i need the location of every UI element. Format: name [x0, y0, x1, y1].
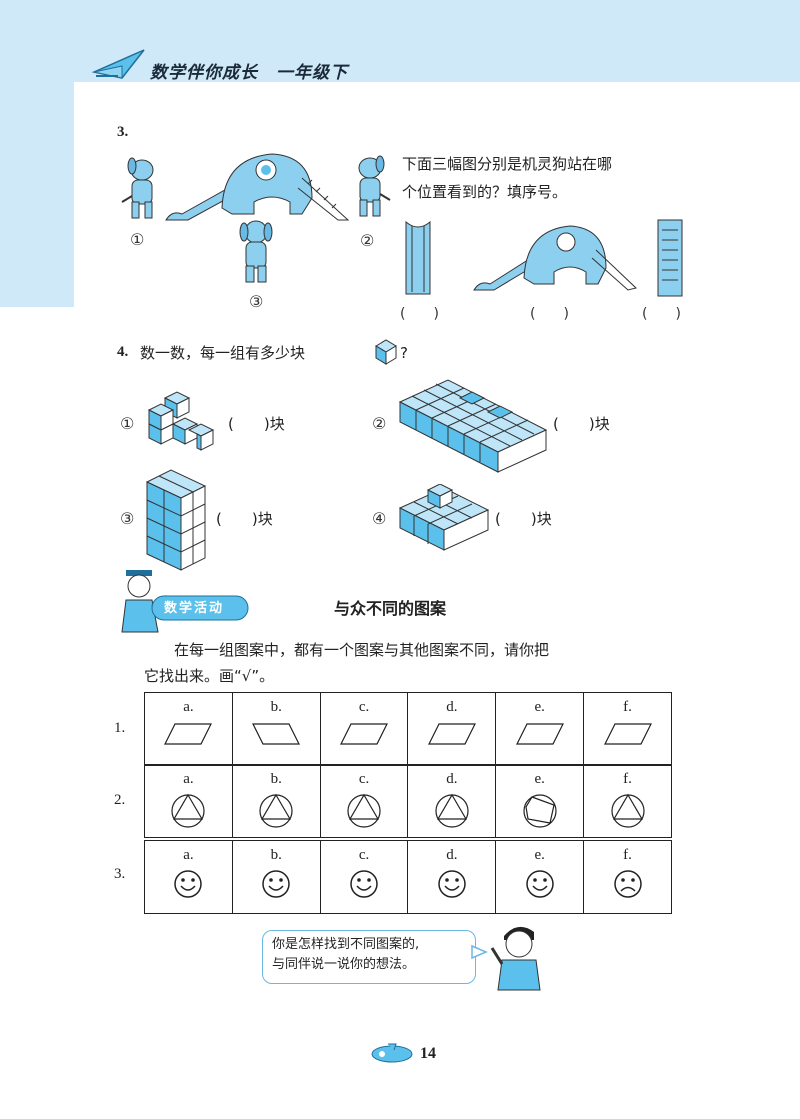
activity-title: 与众不同的图案: [334, 599, 447, 618]
dog-figure-back: [239, 220, 273, 283]
q3-text-line2: 个位置看到的？填序号。: [402, 183, 568, 201]
q4-prompt-end: ?: [400, 344, 408, 362]
activity-instruction-line1: 在每一组图案中，都有一个图案与其他图案不同，请你把: [174, 641, 550, 659]
cell-2a[interactable]: a.: [145, 765, 233, 837]
cell-2b[interactable]: b.: [233, 765, 321, 837]
cube-stack-group1: [147, 391, 215, 451]
dog-figure-left: [121, 157, 154, 219]
cell-3c[interactable]: c.: [321, 841, 409, 913]
speech-bubble: [262, 930, 476, 984]
cell-2c[interactable]: c.: [321, 765, 409, 837]
group1-blank[interactable]: ( )块: [228, 415, 285, 433]
q4-number: 4.: [117, 344, 129, 360]
view-ladder-back: [657, 219, 683, 297]
cell-1f[interactable]: f.: [584, 693, 671, 765]
pos3-label: ③: [249, 292, 264, 311]
q3-number: 3.: [117, 124, 129, 140]
triangle-in-circle: [610, 793, 645, 828]
triangle-in-circle: [259, 793, 293, 828]
smiley-face-icon: [438, 870, 466, 898]
cube-icon: [375, 339, 397, 365]
pos2-label: ②: [360, 231, 375, 250]
triangle-in-circle: [347, 793, 381, 828]
cube-stack-group4: [398, 484, 490, 551]
cell-1a[interactable]: a.: [145, 693, 233, 765]
cell-2d[interactable]: d.: [408, 765, 497, 837]
cell-1d[interactable]: d.: [408, 693, 497, 765]
sad-face-icon: [613, 870, 642, 898]
cell-1e[interactable]: e.: [496, 693, 585, 765]
activity-badge: [151, 595, 249, 621]
smiley-face-icon: [525, 870, 554, 898]
smiley-face-icon: [262, 870, 290, 898]
group1-label: ①: [120, 414, 135, 433]
speech-line1: 你是怎样找到不同图案的,: [272, 937, 420, 952]
header-title: 数学伴你成长 一年级下: [150, 63, 348, 83]
smiley-face-icon: [174, 870, 203, 898]
triangle-in-circle: [171, 793, 206, 828]
q4-prompt: 数一数，每一组有多少块: [140, 344, 306, 362]
activity-badge-text: 数学活动: [164, 601, 225, 616]
group4-blank[interactable]: ( )块: [495, 510, 552, 528]
parallelogram-shape-flipped: [252, 723, 301, 745]
q3-answer-2[interactable]: ( ): [530, 306, 569, 322]
activity-instruction-line2: 它找出来。画“√”。: [144, 667, 275, 685]
row3-number: 3.: [114, 866, 126, 882]
dog-figure-right: [358, 155, 391, 217]
header-band: [0, 0, 800, 82]
cell-3f[interactable]: f.: [584, 841, 671, 913]
parallelogram-shape: [603, 723, 652, 745]
paper-plane-logo: [92, 49, 145, 79]
speech-line2: 与同伴说一说你的想法。: [272, 957, 416, 972]
cell-1b[interactable]: b.: [233, 693, 321, 765]
pattern-row-1: a. b. c. d. e. f.: [144, 692, 672, 766]
row1-number: 1.: [114, 720, 126, 736]
page-number: 14: [420, 1045, 436, 1062]
cube-stack-group2: [398, 379, 548, 473]
cell-3d[interactable]: d.: [408, 841, 497, 913]
speech-bubble-tail: [471, 944, 488, 960]
group2-blank[interactable]: ( )块: [553, 415, 610, 433]
elephant-slide: [165, 153, 350, 221]
row2-number: 2.: [114, 792, 126, 808]
speech-bubble-text: 你是怎样找到不同图案的, 与同伴说一说你的想法。: [272, 935, 419, 975]
group3-blank[interactable]: ( )块: [216, 510, 273, 528]
view-slide-front: [405, 220, 431, 295]
cell-3b[interactable]: b.: [233, 841, 321, 913]
q3-answer-1[interactable]: ( ): [400, 306, 439, 322]
group3-label: ③: [120, 509, 135, 528]
cell-2e[interactable]: e.: [496, 765, 585, 837]
view-elephant-side: [473, 225, 638, 291]
smiley-face-icon: [350, 870, 378, 898]
cell-3a[interactable]: a.: [145, 841, 233, 913]
group2-label: ②: [372, 414, 387, 433]
pos1-label: ①: [130, 230, 145, 249]
cell-2f[interactable]: f.: [584, 765, 671, 837]
cube-stack-group3: [145, 469, 207, 571]
left-band: [0, 82, 74, 307]
cell-1c[interactable]: c.: [321, 693, 409, 765]
triangle-in-circle: [435, 793, 469, 828]
pentagon-in-circle: [523, 794, 557, 828]
pattern-row-3: a. b. c. d. e. f.: [144, 840, 672, 914]
cell-3e[interactable]: e.: [496, 841, 585, 913]
cartoon-plane-footer-icon: [371, 1043, 413, 1063]
q3-answer-3[interactable]: ( ): [642, 306, 681, 322]
pattern-row-2: a. b. c. d. e. f.: [144, 764, 672, 838]
parallelogram-shape: [427, 723, 476, 745]
parallelogram-shape: [164, 723, 213, 745]
parallelogram-shape: [340, 723, 389, 745]
thinking-boy-figure: [490, 926, 541, 991]
q3-text-line1: 下面三幅图分别是机灵狗站在哪: [402, 155, 613, 173]
parallelogram-shape: [515, 723, 564, 745]
group4-label: ④: [372, 509, 387, 528]
